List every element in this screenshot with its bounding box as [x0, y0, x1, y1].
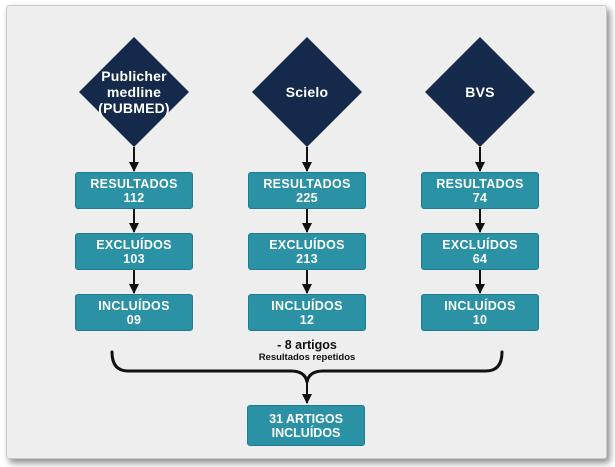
- duplicates-count: - 8 artigos: [277, 338, 337, 352]
- final-count: 31 ARTIGOS: [269, 411, 343, 426]
- incluidos-box-bvs: INCLUÍDOS 10: [421, 294, 539, 331]
- diamond-shape: [79, 37, 189, 147]
- incluidos-value: 09: [126, 312, 142, 327]
- source-diamond-bvs: BVS: [425, 37, 535, 147]
- resultados-box-pubmed: RESULTADOS 112: [75, 172, 193, 209]
- incluidos-value: 12: [299, 312, 315, 327]
- excluidos-box-scielo: EXCLUÍDOS 213: [248, 233, 366, 270]
- resultados-label: RESULTADOS: [90, 176, 178, 191]
- excluidos-label: EXCLUÍDOS: [442, 237, 518, 252]
- incluidos-label: INCLUÍDOS: [444, 298, 516, 313]
- incluidos-box-scielo: INCLUÍDOS 12: [248, 294, 366, 331]
- source-label: BVS: [465, 84, 495, 100]
- excluidos-box-pubmed: EXCLUÍDOS 103: [75, 233, 193, 270]
- excluidos-label: EXCLUÍDOS: [269, 237, 345, 252]
- excluidos-value: 103: [123, 251, 145, 266]
- resultados-label: RESULTADOS: [263, 176, 351, 191]
- diamond-shape: [425, 37, 535, 147]
- final-label: INCLUÍDOS: [271, 425, 341, 440]
- source-diamond-scielo: Scielo: [252, 37, 362, 147]
- source-diamond-pubmed: Publicher medline (PUBMED): [79, 37, 189, 147]
- incluidos-value: 10: [472, 312, 488, 327]
- resultados-label: RESULTADOS: [436, 176, 524, 191]
- resultados-value: 74: [472, 190, 488, 205]
- source-label: Publicher medline (PUBMED): [98, 68, 170, 116]
- excluidos-label: EXCLUÍDOS: [96, 237, 172, 252]
- excluidos-value: 64: [472, 251, 488, 266]
- resultados-value: 112: [123, 190, 145, 205]
- source-label: Scielo: [285, 84, 329, 100]
- diamond-shape: [252, 37, 362, 147]
- duplicates-caption: Resultados repetidos: [258, 352, 356, 363]
- resultados-box-scielo: RESULTADOS 225: [248, 172, 366, 209]
- resultados-box-bvs: RESULTADOS 74: [421, 172, 539, 209]
- incluidos-label: INCLUÍDOS: [98, 298, 170, 313]
- excluidos-box-bvs: EXCLUÍDOS 64: [421, 233, 539, 270]
- duplicates-note: - 8 artigos Resultados repetidos: [232, 338, 382, 363]
- incluidos-label: INCLUÍDOS: [271, 298, 343, 313]
- excluidos-value: 213: [296, 251, 318, 266]
- final-result-box: 31 ARTIGOS INCLUÍDOS: [247, 405, 365, 446]
- incluidos-box-pubmed: INCLUÍDOS 09: [75, 294, 193, 331]
- resultados-value: 225: [296, 190, 318, 205]
